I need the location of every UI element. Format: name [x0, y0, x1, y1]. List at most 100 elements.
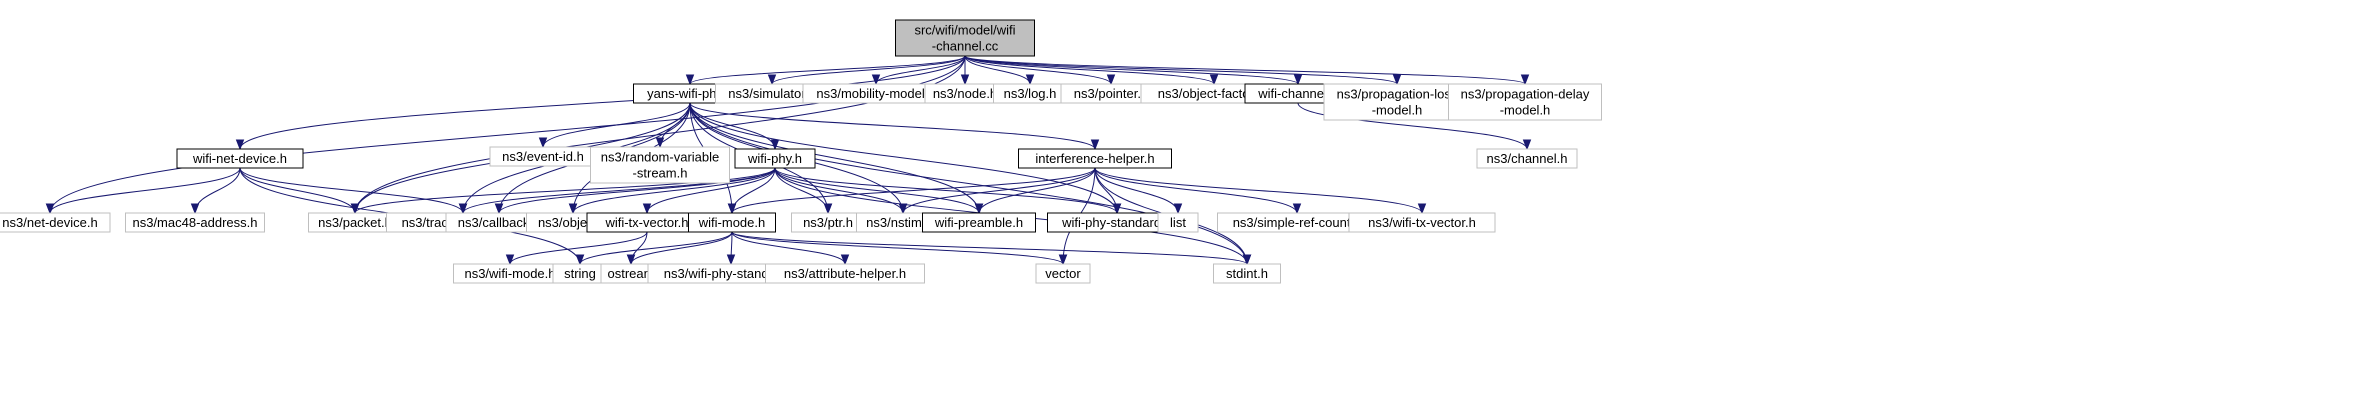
edge-arrowhead [494, 203, 504, 215]
edge-line [771, 55, 966, 85]
edge-line [579, 231, 733, 265]
edge-arrowhead [1242, 254, 1252, 266]
node-label: ns3/mac48-address.h [132, 215, 257, 230]
edge-line [689, 102, 1118, 214]
node-label: ns3/simple-ref-count.h [1233, 215, 1362, 230]
edge-arrowhead [642, 203, 652, 215]
node-box [1213, 263, 1281, 284]
node-box [125, 212, 265, 233]
node-label: -stream.h [633, 166, 688, 181]
node-wphy[interactable]: wifi-phy.h [734, 148, 816, 169]
node-ih[interactable]: interference-helper.h [1018, 148, 1172, 169]
node-nwtxv: ns3/wifi-tx-vector.h [1348, 212, 1496, 233]
node-label: vector [1045, 266, 1081, 281]
edge-line [964, 55, 1112, 85]
node-label: ns3/node.h [933, 86, 997, 101]
node-wps[interactable]: wifi-phy-standard.h [1047, 212, 1187, 233]
node-label: list [1170, 215, 1186, 230]
node-stdint: stdint.h [1213, 263, 1281, 284]
edge-ih-to-nwtxv [1094, 167, 1427, 215]
edge-wmode-to-vector [731, 231, 1068, 266]
edge-line [689, 55, 966, 85]
node-label: ns3/net-device.h [2, 215, 97, 230]
node-label: ns3/wifi-mode.h [464, 266, 555, 281]
node-label: ns3/ptr.h [803, 215, 853, 230]
edge-wphy-to-obj [568, 167, 776, 215]
node-packet: ns3/packet.h [308, 212, 402, 233]
node-label: ns3/wifi-phy-standard.h [664, 266, 798, 281]
edge-arrowhead [871, 74, 881, 86]
nodes-layer: src/wifi/model/wifi-channel.cc wifi-net-d… [0, 19, 1602, 284]
edge-ih-to-wmode [727, 167, 1096, 215]
node-label: ns3/channel.h [1487, 151, 1568, 166]
edge-arrowhead [538, 137, 548, 149]
edge-line [774, 167, 904, 214]
node-mac48: ns3/mac48-address.h [125, 212, 265, 233]
edge-arrowhead [626, 254, 636, 266]
edge-line [689, 102, 1248, 265]
edge-arrowhead [767, 74, 777, 86]
node-label: wifi-channel.h [1257, 86, 1338, 101]
edge-arrowhead [1112, 203, 1122, 215]
node-chan: ns3/channel.h [1476, 148, 1578, 169]
edge-arrowhead [1522, 139, 1532, 151]
edge-line [774, 167, 1118, 214]
edge-arrowhead [898, 203, 908, 215]
edge-arrowhead [45, 203, 55, 215]
node-box [895, 19, 1035, 57]
edge-root-to-netdev [45, 55, 966, 215]
edge-wmode-to-attrh [731, 231, 850, 266]
node-label: ns3/event-id.h [502, 149, 584, 164]
edge-wnd-to-packet [239, 167, 360, 215]
edge-arrowhead [655, 137, 665, 149]
node-box [922, 212, 1036, 233]
node-box [0, 212, 111, 233]
edge-wnd-to-netdev [45, 167, 241, 215]
edge-root-to-sim [767, 55, 966, 86]
edge-yans-to-wphy [689, 102, 780, 151]
edge-line [509, 231, 648, 265]
node-wnd[interactable]: wifi-net-device.h [176, 148, 304, 169]
node-label: stdint.h [1226, 266, 1268, 281]
node-box [1018, 148, 1172, 169]
node-box [765, 263, 925, 284]
node-wpre[interactable]: wifi-preamble.h [922, 212, 1036, 233]
edge-line [239, 167, 356, 214]
edge-arrowhead [568, 203, 578, 215]
edge-arrowhead [726, 254, 736, 266]
node-box [1157, 212, 1199, 233]
edge-arrowhead [1520, 74, 1530, 86]
node-label: ns3/mobility-model.h [816, 86, 935, 101]
edge-root-to-log [964, 55, 1035, 86]
node-nptr: ns3/ptr.h [791, 212, 865, 233]
node-ptr0: ns3/pointer.h [1060, 83, 1162, 104]
edge-wmode-to-stdint [731, 231, 1252, 266]
edge-wphy-to-cb [494, 167, 776, 215]
node-root[interactable]: src/wifi/model/wifi-channel.cc [895, 19, 1035, 57]
node-label: ns3/simulator.h [728, 86, 815, 101]
node-label: -channel.cc [932, 39, 999, 54]
node-label: wifi-mode.h [698, 215, 765, 230]
node-label: ns3/log.h [1004, 86, 1057, 101]
edge-line [689, 102, 1096, 150]
edge-arrowhead [235, 139, 245, 151]
edge-line [964, 55, 1299, 85]
edge-line [689, 102, 980, 214]
edge-yans-to-ih [689, 102, 1100, 151]
edge-line [354, 167, 776, 214]
edge-line [49, 167, 241, 214]
edge-arrowhead [1209, 74, 1219, 86]
node-netdev: ns3/net-device.h [0, 212, 111, 233]
node-box [734, 148, 816, 169]
edge-arrowhead [1090, 139, 1100, 151]
node-nwm: ns3/wifi-mode.h [453, 263, 567, 284]
edge-root-to-mob [871, 55, 966, 86]
edge-arrowhead [1392, 74, 1402, 86]
node-wmode[interactable]: wifi-mode.h [688, 212, 776, 233]
edge-arrowhead [840, 254, 850, 266]
edge-root-to-ptr0 [964, 55, 1116, 86]
node-label: -model.h [1500, 103, 1551, 118]
edge-wphy-to-wtxv [642, 167, 776, 215]
edge-wmode-to-string [575, 231, 733, 266]
edge-arrowhead [1058, 254, 1068, 266]
